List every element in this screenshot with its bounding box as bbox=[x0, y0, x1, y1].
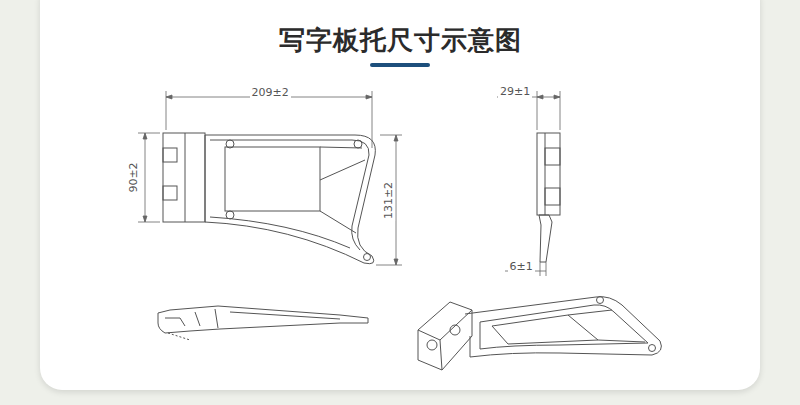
title-underline bbox=[370, 63, 430, 67]
dimension-label: 6±1 bbox=[508, 260, 535, 273]
profile-view bbox=[158, 306, 368, 340]
card-panel bbox=[40, 0, 760, 390]
side-view bbox=[537, 133, 560, 262]
dimension-label: 29±1 bbox=[498, 85, 532, 98]
dimension-label: 90±2 bbox=[127, 160, 140, 194]
dimension-label: 209±2 bbox=[250, 86, 291, 99]
dimension-lines bbox=[138, 91, 560, 276]
front-view bbox=[163, 133, 375, 264]
page-title: 写字板托尺寸示意图 bbox=[279, 23, 522, 58]
dimension-label: 131±2 bbox=[382, 179, 395, 220]
perspective-view bbox=[418, 297, 661, 371]
